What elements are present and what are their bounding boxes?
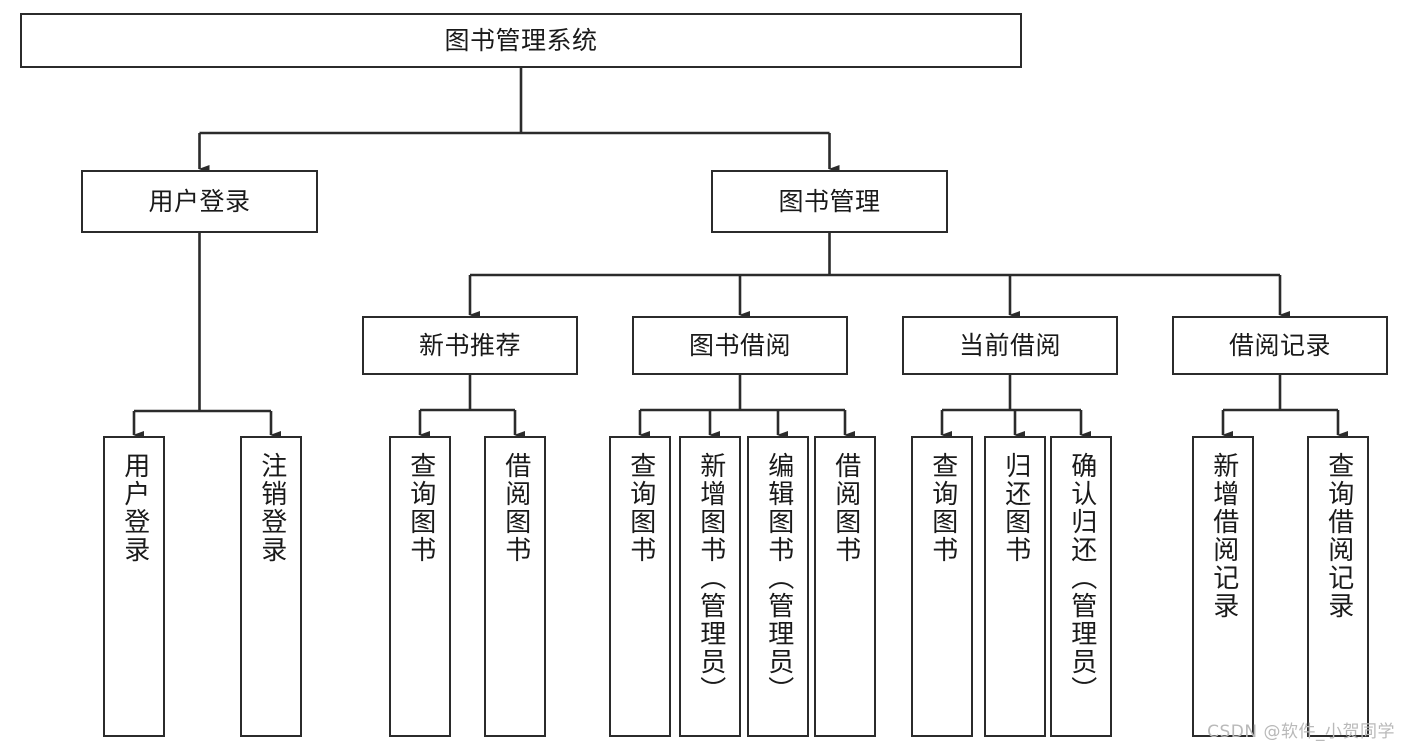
- node-b-query[interactable]: 查询图书: [609, 436, 671, 737]
- node-login[interactable]: 用户登录: [81, 170, 318, 233]
- node-label: 查询借阅记录: [1323, 452, 1354, 620]
- node-label: 新增图书（管理员）: [695, 452, 726, 704]
- node-label: 用户登录: [119, 452, 150, 564]
- node-current[interactable]: 当前借阅: [902, 316, 1118, 375]
- node-label: 图书管理: [778, 186, 881, 216]
- node-l-logout[interactable]: 注销登录: [240, 436, 302, 737]
- node-b-add[interactable]: 新增图书（管理员）: [679, 436, 741, 737]
- node-r-query[interactable]: 查询借阅记录: [1307, 436, 1369, 737]
- node-label: 借阅图书: [500, 452, 531, 564]
- node-label: 注销登录: [256, 452, 287, 564]
- node-label: 借阅图书: [830, 452, 861, 564]
- node-label: 借阅记录: [1228, 330, 1331, 360]
- node-records[interactable]: 借阅记录: [1172, 316, 1388, 375]
- node-label: 图书借阅: [688, 330, 791, 360]
- node-bookmgmt[interactable]: 图书管理: [711, 170, 948, 233]
- node-b-borrow[interactable]: 借阅图书: [814, 436, 876, 737]
- node-label: 用户登录: [148, 186, 251, 216]
- node-c-query[interactable]: 查询图书: [911, 436, 973, 737]
- node-c-return[interactable]: 归还图书: [984, 436, 1046, 737]
- node-c-confirm[interactable]: 确认归还（管理员）: [1050, 436, 1112, 737]
- node-borrow[interactable]: 图书借阅: [632, 316, 848, 375]
- node-newbook[interactable]: 新书推荐: [362, 316, 578, 375]
- node-b-edit[interactable]: 编辑图书（管理员）: [747, 436, 809, 737]
- node-root[interactable]: 图书管理系统: [20, 13, 1022, 68]
- node-label: 编辑图书（管理员）: [763, 452, 794, 704]
- node-label: 归还图书: [1000, 452, 1031, 564]
- node-label: 确认归还（管理员）: [1066, 452, 1097, 704]
- node-l-login[interactable]: 用户登录: [103, 436, 165, 737]
- node-label: 新书推荐: [418, 330, 521, 360]
- node-n-query[interactable]: 查询图书: [389, 436, 451, 737]
- node-label: 查询图书: [405, 452, 436, 564]
- node-n-borrow[interactable]: 借阅图书: [484, 436, 546, 737]
- csdn-watermark: CSDN @软件_小贺同学: [1207, 722, 1395, 742]
- node-label: 查询图书: [927, 452, 958, 564]
- node-label: 查询图书: [625, 452, 656, 564]
- node-label: 新增借阅记录: [1208, 452, 1239, 620]
- node-r-add[interactable]: 新增借阅记录: [1192, 436, 1254, 737]
- node-label: 当前借阅: [958, 330, 1061, 360]
- node-label: 图书管理系统: [444, 25, 598, 55]
